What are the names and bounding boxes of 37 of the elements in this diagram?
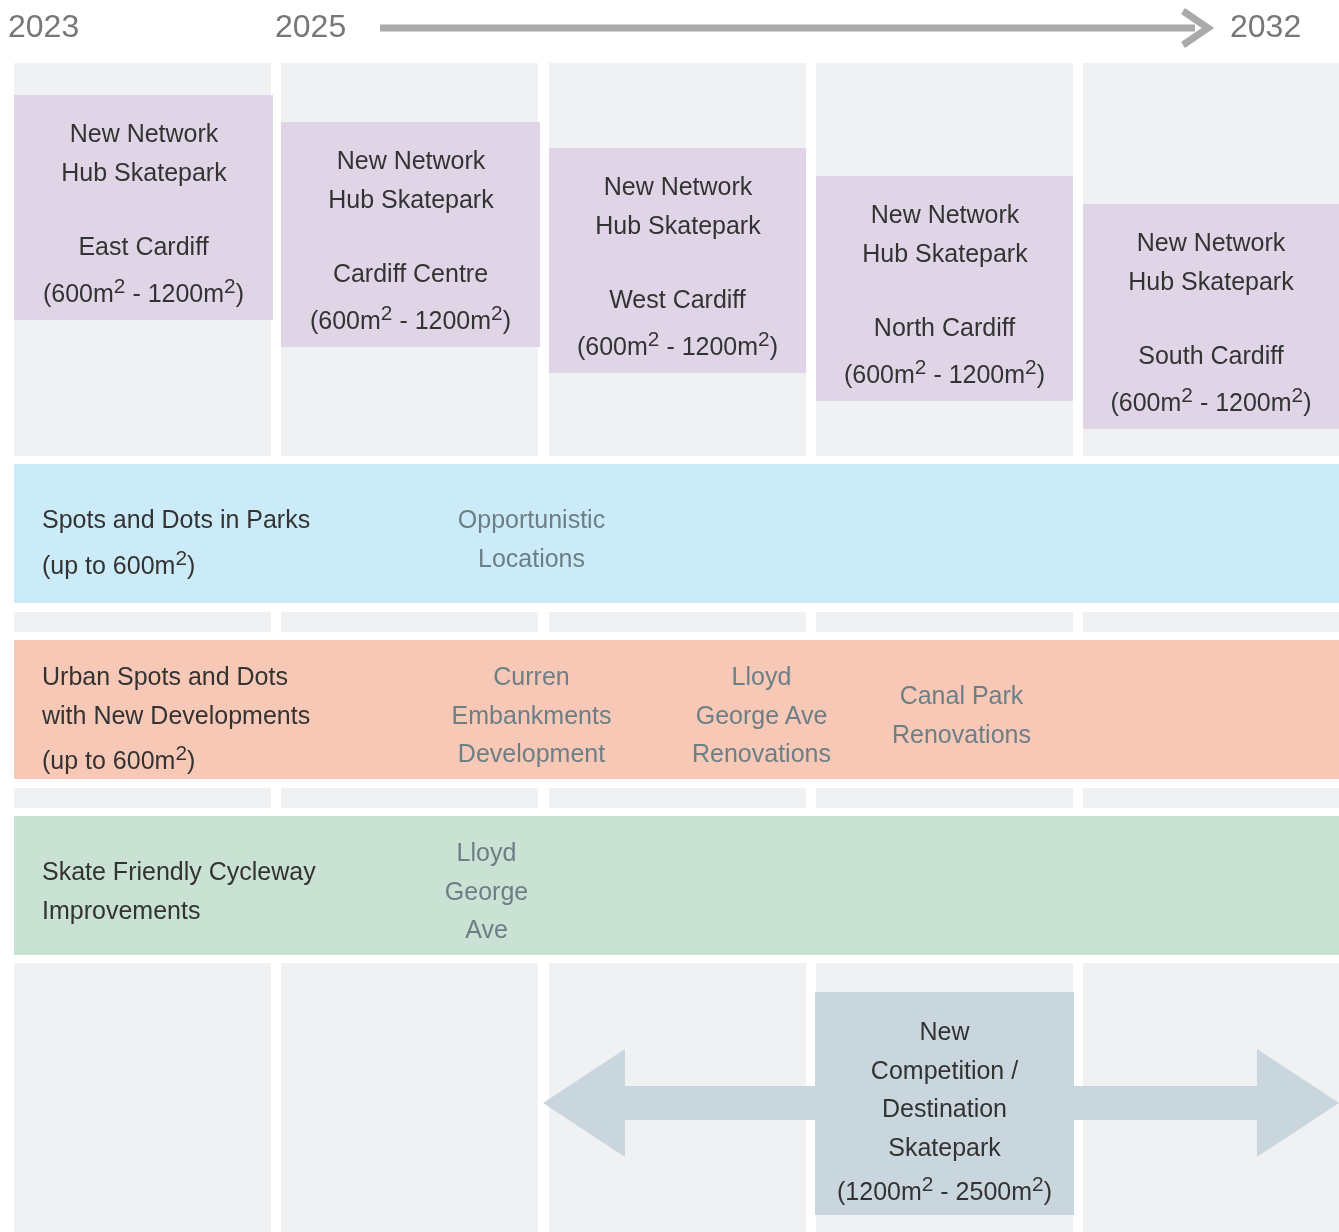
hub-box	[281, 122, 540, 347]
hub-title: New Network Hub Skatepark	[60, 118, 228, 188]
category-title: Urban Spots and Dots with New Developments (up to 600m$^{2}$)	[42, 661, 312, 777]
year-label: 2023	[8, 7, 80, 46]
hub-box	[1083, 204, 1339, 429]
hub-title: New Network Hub Skatepark	[861, 199, 1029, 269]
size-range: (600m$^{2}$ - 1200m$^{2}$)	[1109, 382, 1313, 419]
size-range: (1200m$^{2}$ - 2500m$^{2}$)	[836, 1171, 1053, 1208]
location-name: South Cardiff	[1137, 340, 1285, 371]
location-name: West Cardiff	[608, 284, 747, 315]
location-name: North Cardiff	[872, 312, 1017, 343]
hub-title: New Network Hub Skatepark	[327, 145, 495, 215]
hub-box	[14, 95, 273, 320]
category-band	[14, 816, 1339, 955]
category-band	[14, 640, 1339, 779]
destination-title: New Competition / Destination Skatepark	[869, 1016, 1020, 1163]
location-name: Lloyd George Ave	[443, 837, 530, 945]
location-name: Lloyd George Ave Renovations	[691, 661, 832, 769]
hub-title: New Network Hub Skatepark	[1127, 227, 1295, 297]
location-name: Curren Embankments Development	[450, 661, 613, 769]
location-name: Canal Park Renovations	[891, 680, 1032, 750]
size-range: (600m$^{2}$ - 1200m$^{2}$)	[308, 300, 513, 337]
year-label: 2032	[1230, 7, 1302, 46]
category-band	[14, 464, 1339, 603]
destination-box	[815, 992, 1074, 1215]
size-range: (600m$^{2}$ - 1200m$^{2}$)	[41, 273, 246, 310]
location-name: Opportunistic Locations	[456, 504, 607, 574]
size-range: (600m$^{2}$ - 1200m$^{2}$)	[575, 326, 780, 363]
hub-box	[549, 148, 806, 373]
size-range: (600m$^{2}$ - 1200m$^{2}$)	[842, 354, 1047, 391]
category-title: Spots and Dots in Parks (up to 600m$^{2}$)	[42, 504, 312, 581]
hub-box	[816, 176, 1073, 401]
location-name: Cardiff Centre	[331, 258, 490, 289]
hub-title: New Network Hub Skatepark	[594, 171, 762, 241]
category-title: Skate Friendly Cycleway Improvements	[42, 856, 317, 926]
year-label: 2025	[275, 7, 347, 46]
location-name: East Cardiff	[77, 231, 210, 262]
